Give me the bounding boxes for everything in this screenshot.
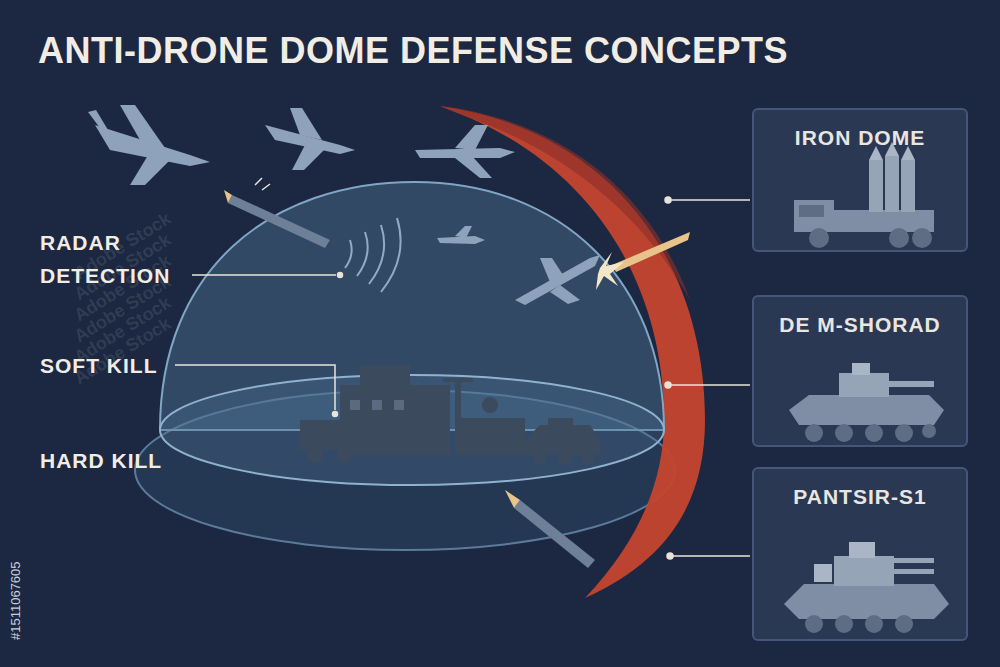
system-panel: IRON DOME xyxy=(752,108,968,252)
callout-label: HARD KILL xyxy=(40,444,162,477)
vehicle-icon xyxy=(754,494,966,639)
diagram-title: ANTI-DRONE DOME DEFENSE CONCEPTS xyxy=(38,30,788,72)
callout-label: SOFT KILL xyxy=(40,349,158,382)
panel-title: PANTSIR-S1 xyxy=(754,469,966,509)
stock-id: #1511067605 xyxy=(8,561,23,640)
callout-label: RADAR DETECTION xyxy=(40,226,190,292)
panel-title: IRON DOME xyxy=(754,110,966,150)
vehicle-icon xyxy=(754,325,966,445)
system-panel: PANTSIR-S1 xyxy=(752,467,968,641)
panel-title: DE M-SHORAD xyxy=(754,297,966,337)
system-panel: DE M-SHORAD xyxy=(752,295,968,447)
